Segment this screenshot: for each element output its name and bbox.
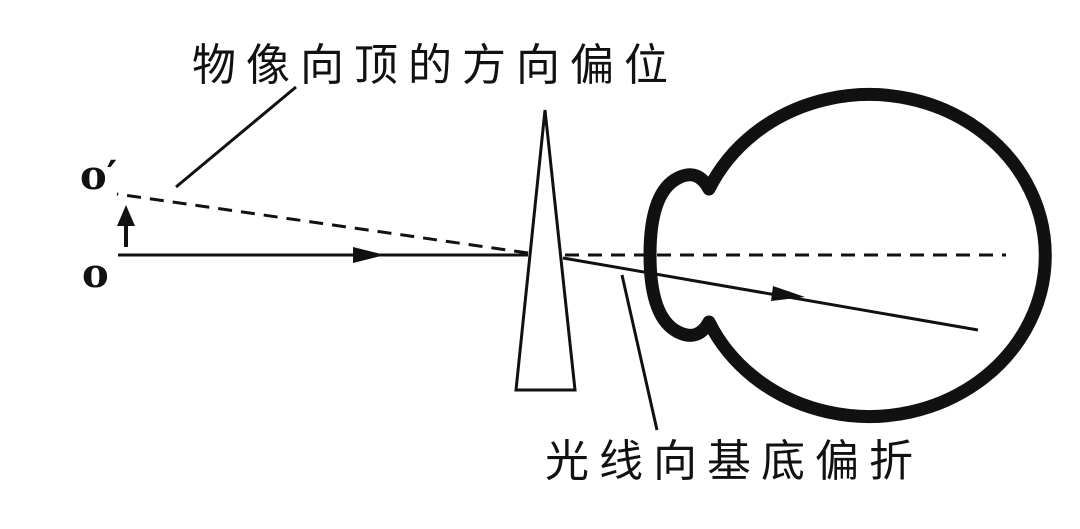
object-point-label: o <box>82 250 109 297</box>
image-point-label: o′ <box>80 152 118 199</box>
refracted-ray-arrowhead-icon <box>771 286 805 301</box>
light-bend-label: 光线向基底偏折 <box>545 436 923 487</box>
image-shift-label: 物像向顶的方向偏位 <box>192 40 678 91</box>
leader-line-bottom <box>620 274 659 431</box>
refracted-ray <box>562 256 979 332</box>
leader-line-top <box>175 85 297 189</box>
eyeball-outline <box>643 88 1052 423</box>
incident-ray-arrowhead-icon <box>353 247 385 263</box>
prism <box>514 109 577 392</box>
virtual-ray-dashed <box>116 192 529 255</box>
up-arrow-icon <box>117 205 135 226</box>
